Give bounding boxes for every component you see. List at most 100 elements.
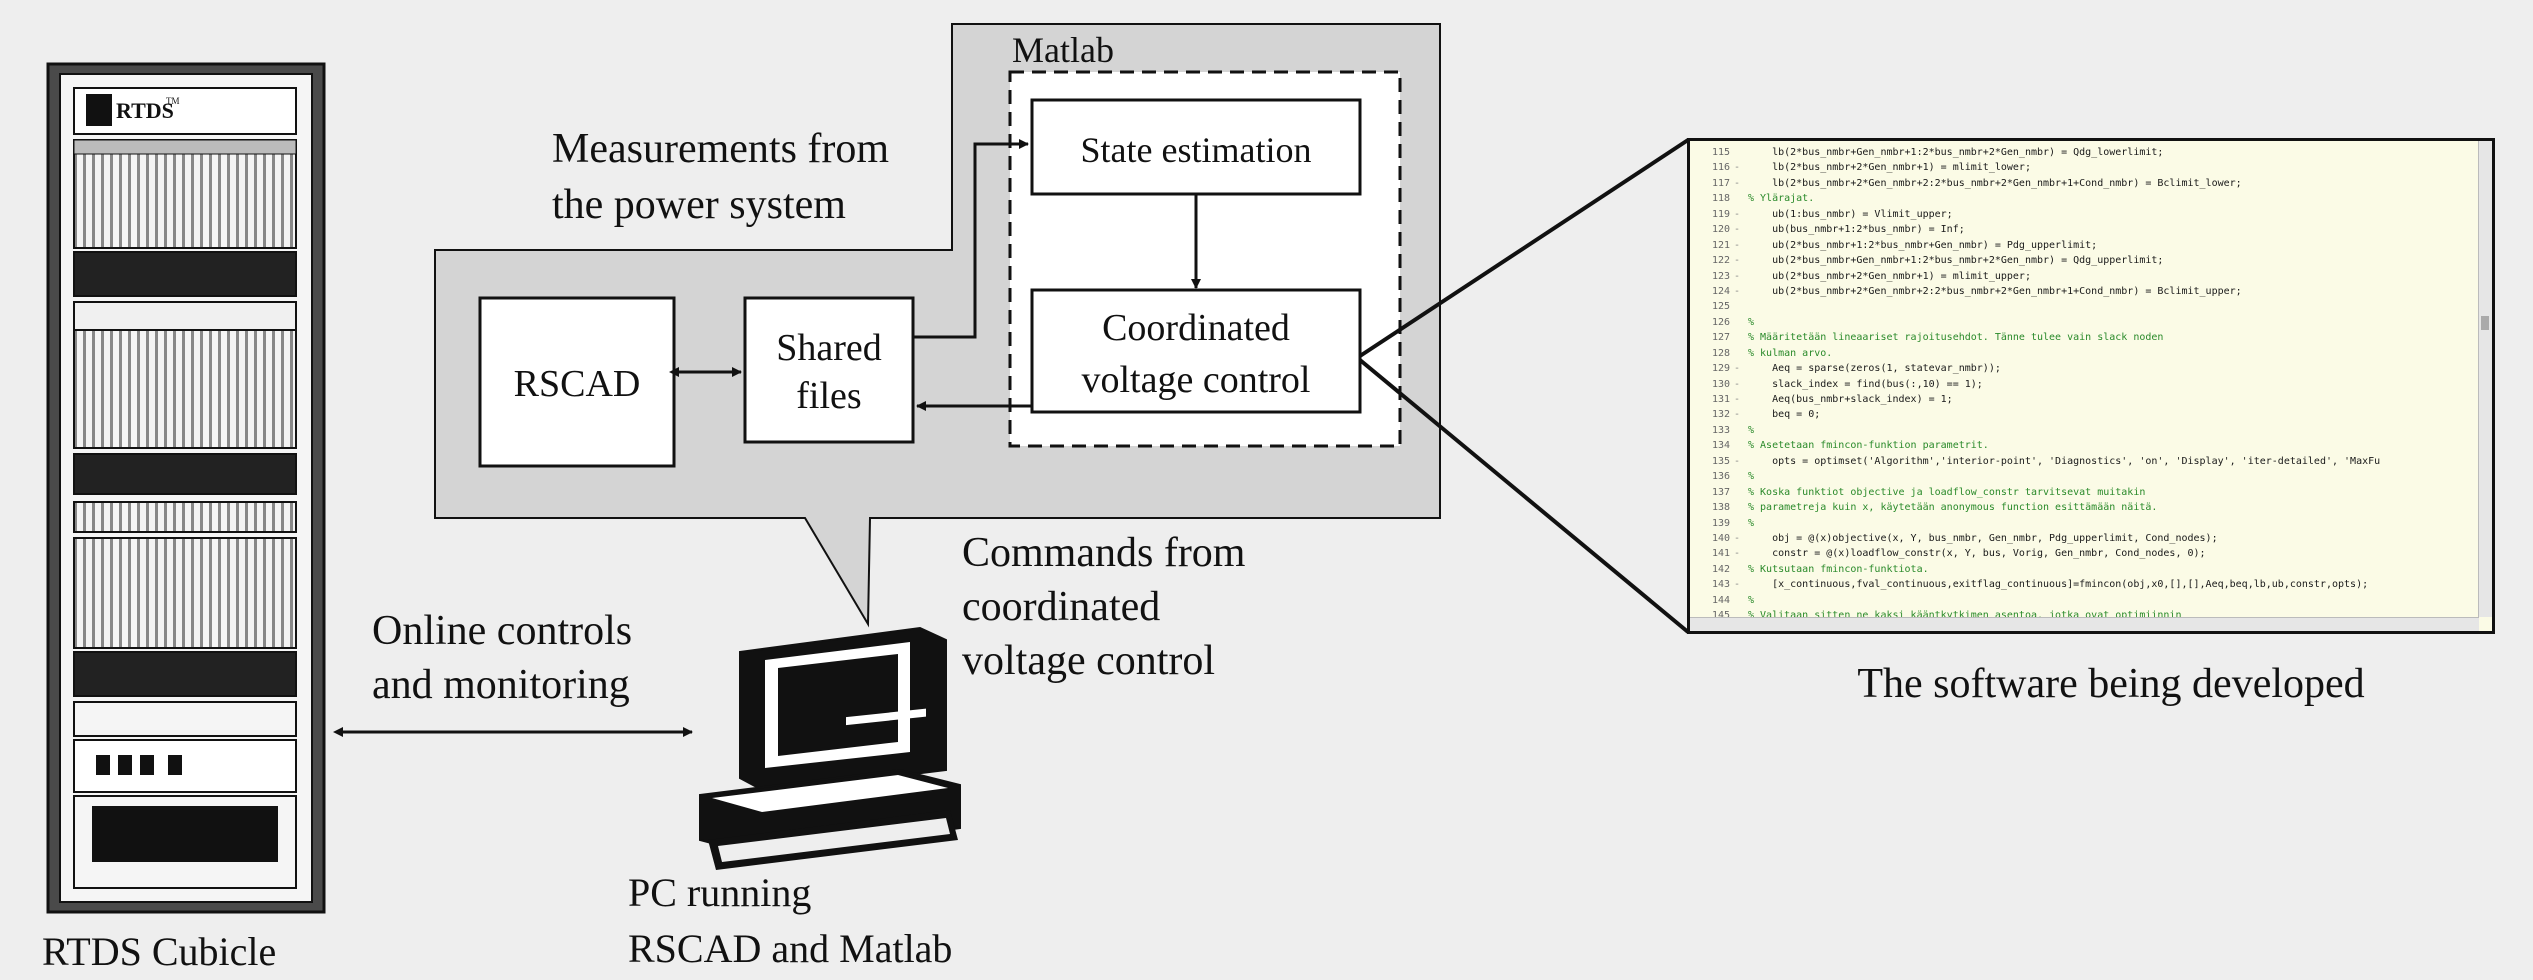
- breakpoint-marker[interactable]: [1734, 330, 1748, 345]
- line-number: 129: [1711, 363, 1730, 375]
- online-line2: and monitoring: [372, 662, 630, 708]
- rack-switch: [168, 755, 182, 775]
- code-line: 132- beq = 0;: [1690, 407, 2478, 422]
- code-line: 144%: [1690, 593, 2478, 608]
- code-line: 130- slack_index = find(bus(:,10) == 1);: [1690, 377, 2478, 392]
- arrow-shared-to-estimation: [913, 139, 1029, 339]
- breakpoint-marker[interactable]: [1734, 346, 1748, 361]
- breakpoint-marker[interactable]: -: [1734, 208, 1741, 220]
- breakpoint-marker[interactable]: [1734, 469, 1748, 484]
- rack-module: [73, 537, 297, 649]
- breakpoint-marker[interactable]: [1734, 485, 1748, 500]
- breakpoint-marker[interactable]: -: [1734, 239, 1741, 251]
- breakpoint-marker[interactable]: -: [1734, 532, 1741, 544]
- code-text: ub(2*bus_nmbr+2*Gen_nmbr+1) = mlimit_upp…: [1748, 270, 2031, 282]
- horizontal-scrollbar[interactable]: [1690, 617, 2479, 631]
- code-line: 141- constr = @(x)loadflow_constr(x, Y, …: [1690, 546, 2478, 561]
- breakpoint-marker[interactable]: -: [1734, 224, 1741, 236]
- code-line: 135- opts = optimset('Algorithm','interi…: [1690, 454, 2478, 469]
- code-comment: % Koska funktiot objective ja loadflow_c…: [1748, 486, 2146, 498]
- rack-panel-dark: [73, 453, 297, 495]
- breakpoint-marker[interactable]: -: [1734, 363, 1741, 375]
- breakpoint-marker[interactable]: -: [1734, 162, 1741, 174]
- line-number: 124: [1711, 285, 1730, 297]
- code-line: 124- ub(2*bus_nmbr+2*Gen_nmbr+2:2*bus_nm…: [1690, 284, 2478, 299]
- breakpoint-marker[interactable]: -: [1734, 177, 1741, 189]
- breakpoint-marker[interactable]: -: [1734, 285, 1741, 297]
- line-number: 133: [1711, 424, 1730, 436]
- matlab-label: Matlab: [1012, 30, 1114, 70]
- breakpoint-marker[interactable]: -: [1734, 455, 1741, 467]
- breakpoint-marker[interactable]: -: [1734, 579, 1741, 591]
- breakpoint-marker[interactable]: [1734, 593, 1748, 608]
- breakpoint-marker[interactable]: -: [1734, 548, 1741, 560]
- line-number: 119: [1711, 208, 1730, 220]
- code-text: Aeq = sparse(zeros(1, statevar_nmbr));: [1748, 363, 2001, 375]
- breakpoint-marker[interactable]: [1734, 516, 1748, 531]
- rack-module: [73, 139, 297, 249]
- breakpoint-marker[interactable]: [1734, 562, 1748, 577]
- rack-module: [73, 329, 297, 449]
- coordinated-label-line1: Coordinated: [1102, 307, 1290, 349]
- line-number: 139: [1711, 517, 1730, 529]
- breakpoint-marker[interactable]: -: [1734, 270, 1741, 282]
- breakpoint-marker[interactable]: [1734, 299, 1748, 314]
- line-number: 125: [1711, 301, 1730, 313]
- breakpoint-marker[interactable]: [1734, 500, 1748, 515]
- line-number: 136: [1711, 471, 1730, 483]
- line-number: 120: [1711, 224, 1730, 236]
- online-line1: Online controls: [372, 608, 632, 654]
- vertical-scrollbar[interactable]: [2478, 141, 2492, 617]
- rack-switch: [140, 755, 154, 775]
- line-number: 138: [1711, 502, 1730, 514]
- rtds-cubicle: RTDS TM: [46, 62, 326, 914]
- matlab-code-editor[interactable]: 115 lb(2*bus_nmbr+Gen_nmbr+1:2*bus_nmbr+…: [1687, 138, 2495, 634]
- code-line: 138 % parametreja kuin x, käytetään anony…: [1690, 500, 2478, 515]
- code-text: constr = @(x)loadflow_constr(x, Y, bus, …: [1748, 548, 2206, 560]
- code-text: lb(2*bus_nmbr+Gen_nmbr+1:2*bus_nmbr+2*Ge…: [1748, 147, 2164, 158]
- code-comment: % Määritetään lineaariset rajoitusehdot.…: [1748, 332, 2164, 344]
- line-number: 126: [1711, 316, 1730, 328]
- breakpoint-marker[interactable]: -: [1734, 378, 1741, 390]
- code-comment: % Ylärajat.: [1748, 193, 1815, 205]
- code-line: 133%: [1690, 423, 2478, 438]
- code-line: 122- ub(2*bus_nmbr+Gen_nmbr+1:2*bus_nmbr…: [1690, 253, 2478, 268]
- code-text: Aeq(bus_nmbr+slack_index) = 1;: [1748, 394, 1953, 405]
- code-text: [x_continuous,fval_continuous,exitflag_c…: [1748, 579, 2369, 591]
- breakpoint-marker[interactable]: [1734, 423, 1748, 438]
- code-comment: %: [1748, 424, 1755, 436]
- code-line: 117- lb(2*bus_nmbr+2*Gen_nmbr+2:2*bus_nm…: [1690, 176, 2478, 191]
- scroll-thumb[interactable]: [2481, 316, 2489, 330]
- breakpoint-marker[interactable]: -: [1734, 394, 1741, 405]
- line-number: 121: [1711, 239, 1730, 251]
- shared-files-line1: Shared: [776, 327, 882, 369]
- breakpoint-marker[interactable]: [1734, 145, 1748, 160]
- coordinated-voltage-control-box: [1030, 288, 1362, 414]
- code-text: lb(2*bus_nmbr+2*Gen_nmbr+2:2*bus_nmbr+2*…: [1748, 177, 2242, 189]
- breakpoint-marker[interactable]: -: [1734, 255, 1741, 267]
- code-line: 121- ub(2*bus_nmbr+1:2*bus_nmbr+Gen_nmbr…: [1690, 238, 2478, 253]
- breakpoint-marker[interactable]: [1734, 315, 1748, 330]
- code-comment: % kulman arvo.: [1748, 347, 1833, 359]
- code-comment: %: [1748, 471, 1755, 483]
- breakpoint-marker[interactable]: [1734, 191, 1748, 206]
- commands-line1: Commands from: [962, 530, 1246, 576]
- code-line: 134% Asetetaan fmincon-funktion parametr…: [1690, 438, 2478, 453]
- code-comment: %: [1748, 594, 1755, 606]
- measurements-line2: the power system: [552, 182, 846, 228]
- rack-switch: [118, 755, 132, 775]
- breakpoint-marker[interactable]: -: [1734, 409, 1741, 421]
- state-estimation-label: State estimation: [1081, 130, 1312, 170]
- rack-display: [92, 806, 278, 862]
- line-number: 118: [1711, 193, 1730, 205]
- code-line: 137 % Koska funktiot objective ja loadflo…: [1690, 485, 2478, 500]
- code-text: ub(1:bus_nmbr) = Vlimit_upper;: [1748, 208, 1953, 220]
- line-number: 137: [1711, 486, 1730, 498]
- breakpoint-marker[interactable]: [1734, 438, 1748, 453]
- code-text: beq = 0;: [1748, 409, 1821, 421]
- line-number: 142: [1711, 563, 1730, 575]
- code-text: opts = optimset('Algorithm','interior-po…: [1748, 455, 2381, 467]
- code-comment: % parametreja kuin x, käytetään anonymou…: [1748, 502, 2158, 514]
- state-estimation-box: [1030, 98, 1362, 196]
